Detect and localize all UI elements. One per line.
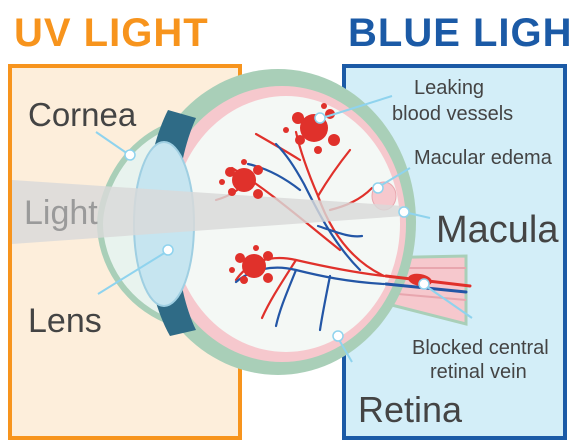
- blocked-vein-label-line1: Blocked central: [412, 337, 549, 359]
- blocked-vein-label-line2: retinal vein: [430, 361, 527, 383]
- light-label: Light: [24, 194, 98, 232]
- macular-edema-label: Macular edema: [414, 147, 553, 169]
- leaking-label-line2: blood vessels: [392, 103, 513, 125]
- retina-label: Retina: [358, 389, 463, 430]
- leaking-label-line1: Leaking: [414, 77, 484, 99]
- uv-light-header: UV LIGHT: [14, 11, 209, 55]
- blue-light-header: BLUE LIGHT: [348, 11, 569, 55]
- lens-label: Lens: [28, 302, 102, 340]
- macula-label: Macula: [436, 209, 559, 251]
- cornea-label: Cornea: [28, 96, 137, 133]
